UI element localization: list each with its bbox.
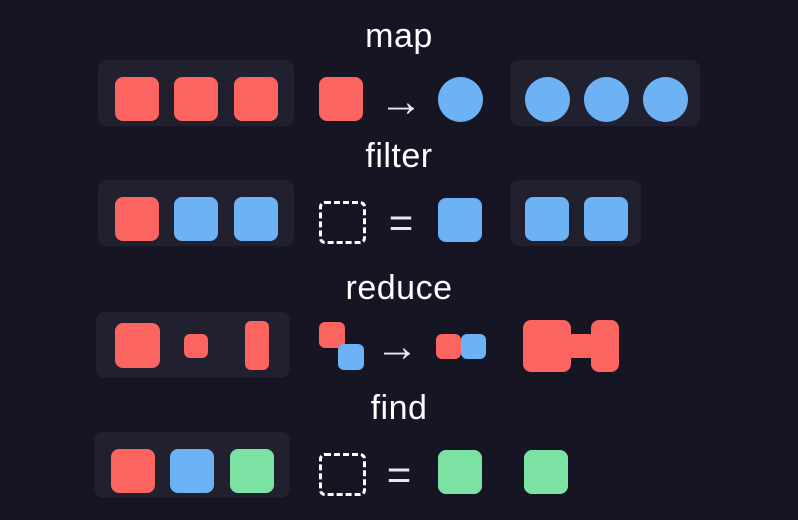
- filter-input-item-3: [234, 197, 278, 241]
- operation-body-filter: =: [0, 176, 798, 250]
- map-output-item-1: [525, 77, 570, 122]
- reduce-rule-source-red-square: [319, 322, 345, 348]
- find-rule-target-square: [438, 450, 482, 494]
- filter-rule-placeholder-square: [319, 201, 366, 244]
- reduce-rule-result-red-square: [436, 334, 461, 359]
- reduce-input-item-3: [245, 321, 269, 370]
- find-input-item-3: [230, 449, 274, 493]
- map-rule-target-circle: [438, 77, 483, 122]
- filter-rule-equals-icon: =: [388, 199, 414, 246]
- map-output-item-3: [643, 77, 688, 122]
- filter-output-item-2: [584, 197, 628, 241]
- operation-body-map: →: [0, 56, 798, 130]
- reduce-output-fused-shape: [523, 320, 619, 372]
- map-input-item-1: [115, 77, 159, 121]
- reduce-input-item-1: [115, 323, 160, 368]
- reduce-rule-arrow-icon: →: [375, 322, 419, 371]
- find-rule-equals-icon: =: [386, 451, 412, 498]
- operation-title-filter: filter: [365, 137, 433, 175]
- map-output-item-2: [584, 77, 629, 122]
- reduce-rule-source-blue-square: [338, 344, 364, 370]
- find-output-item-1: [524, 450, 568, 494]
- map-rule-source-square: [319, 77, 363, 121]
- find-rule-placeholder-square: [319, 453, 366, 496]
- find-input-item-2: [170, 449, 214, 493]
- filter-rule-target-square: [438, 198, 482, 242]
- operation-title-find: find: [370, 389, 428, 427]
- find-input-item-1: [111, 449, 155, 493]
- map-input-item-2: [174, 77, 218, 121]
- map-rule-arrow-icon: →: [379, 77, 423, 126]
- operation-body-reduce: →: [0, 308, 798, 382]
- filter-input-item-2: [174, 197, 218, 241]
- map-input-item-3: [234, 77, 278, 121]
- operation-title-reduce: reduce: [345, 269, 453, 307]
- operation-title-map: map: [365, 17, 433, 55]
- operation-body-find: =: [0, 428, 798, 502]
- filter-input-item-1: [115, 197, 159, 241]
- filter-output-item-1: [525, 197, 569, 241]
- reduce-input-item-2: [184, 334, 208, 358]
- reduce-rule-result-blue-square: [461, 334, 486, 359]
